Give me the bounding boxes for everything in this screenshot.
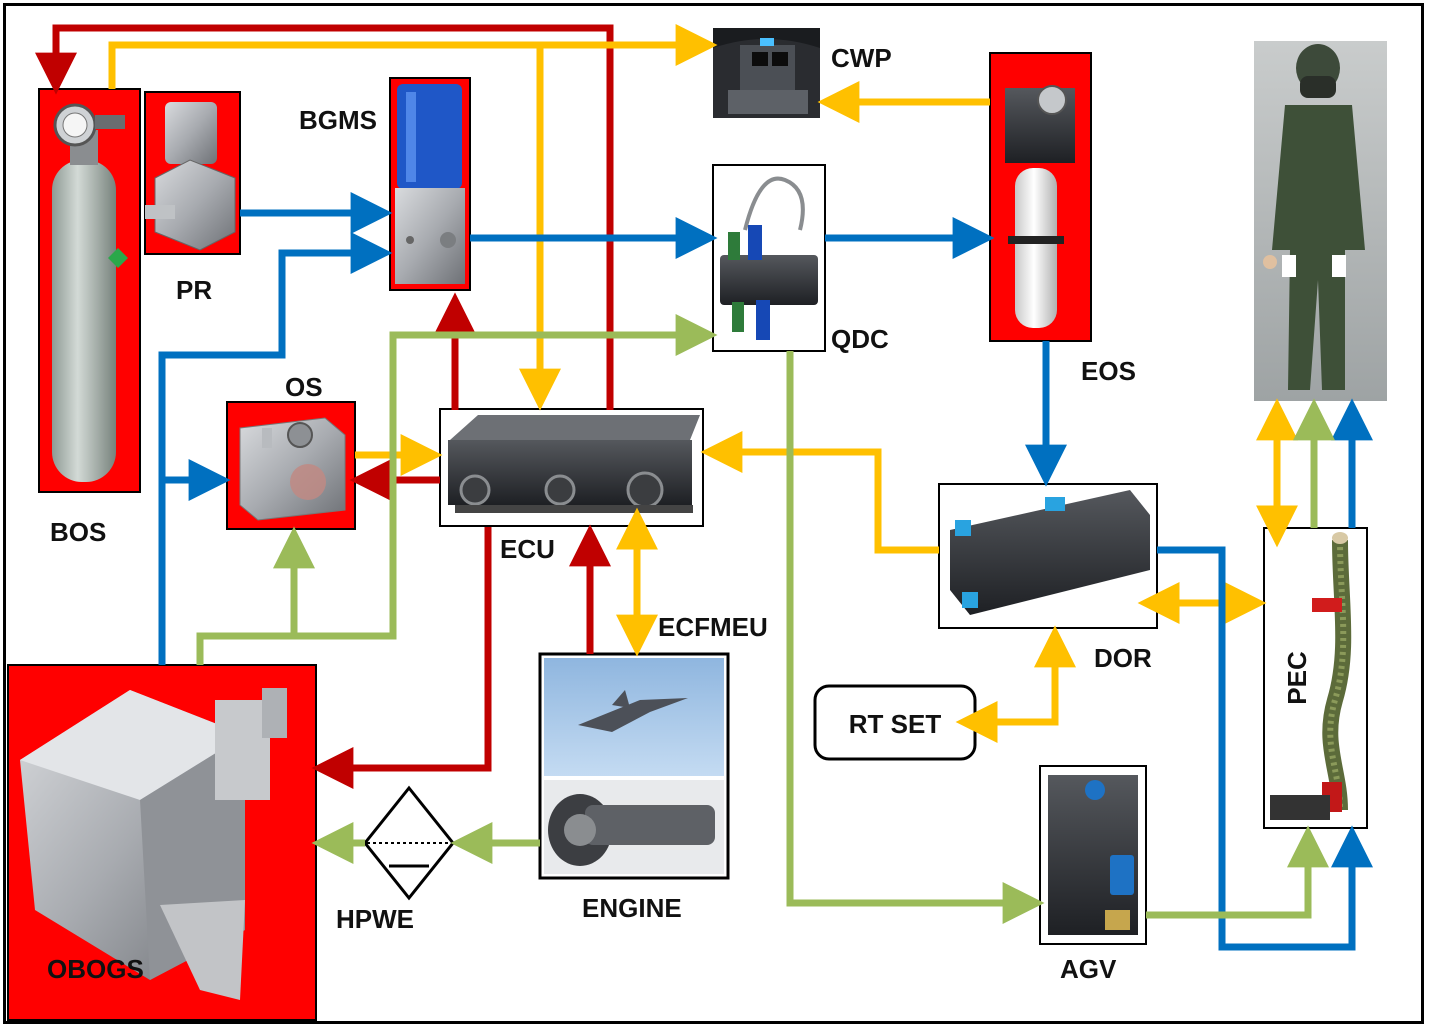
hpwe-symbol (363, 785, 455, 901)
green-line-obogs-to-qdc (294, 314, 718, 640)
pec-label: PEC (1282, 651, 1312, 705)
bos-cylinder-image (38, 88, 141, 493)
yellow-line-dor-to-ecu (700, 431, 939, 554)
os-label: OS (285, 372, 323, 402)
os-image (226, 401, 356, 530)
yellow-line-bos-to-cwp (108, 24, 718, 89)
engine-label: ENGINE (582, 893, 682, 923)
qdc-label: QDC (831, 324, 889, 354)
blue-line-obogs-to-bgms (158, 232, 393, 665)
bgms-label: BGMS (299, 105, 377, 135)
diagram-frame (3, 3, 1424, 1024)
red-line-ecu-to-obogs (311, 527, 492, 789)
dor-label: DOR (1094, 643, 1152, 673)
green-line-obogs-to-os (196, 526, 315, 665)
engine-image (538, 652, 730, 880)
cwp-image (713, 28, 820, 118)
cwp-label: CWP (831, 43, 892, 73)
eos-image (989, 52, 1092, 342)
dor-image (938, 483, 1158, 629)
rt-set-box: RT SET (813, 684, 977, 761)
obogs-image (7, 664, 317, 1021)
pr-label: PR (176, 275, 212, 305)
yellow-line-rtset-dor (955, 625, 1076, 743)
pr-image (144, 91, 241, 255)
ecu-image (439, 408, 704, 527)
eos-label: EOS (1081, 356, 1136, 386)
ecfmeu-label: ECFMEU (658, 612, 768, 642)
hpwe-label: HPWE (336, 904, 414, 934)
pilot-image (1254, 41, 1387, 401)
green-line-qdc-to-agv (786, 351, 1045, 924)
agv-label: AGV (1060, 954, 1117, 984)
green-line-agv-to-pec (1146, 825, 1329, 919)
obogs-label: OBOGS (47, 954, 144, 984)
blue-line-dor-to-pec (1157, 546, 1373, 951)
qdc-image (712, 164, 826, 352)
ecu-label: ECU (500, 534, 555, 564)
rt-set-label: RT SET (849, 709, 942, 739)
agv-image (1039, 765, 1147, 945)
pec-image (1263, 527, 1368, 829)
bos-label: BOS (50, 517, 106, 547)
bgms-image (389, 77, 471, 291)
red-line-ecu-to-bos (35, 24, 614, 410)
